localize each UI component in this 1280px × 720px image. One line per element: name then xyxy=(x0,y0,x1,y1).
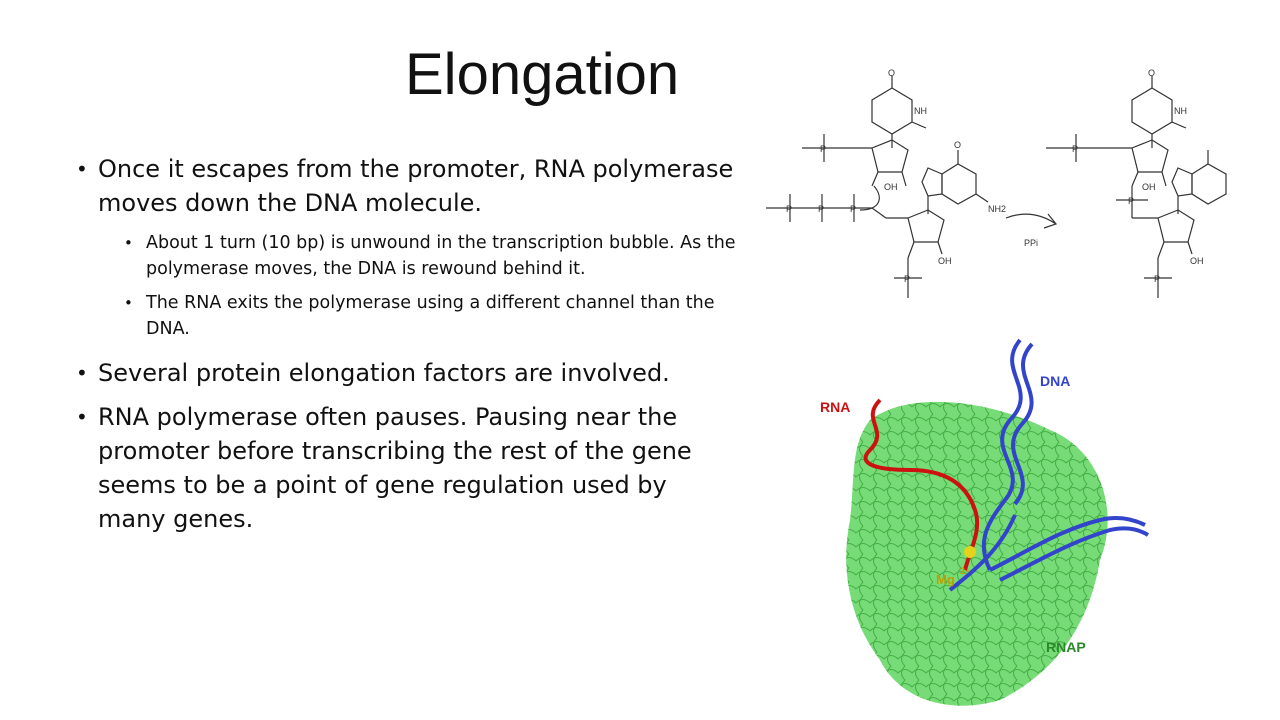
p-label-2: P xyxy=(786,204,792,214)
mg-charge-label: 2+ xyxy=(960,566,970,576)
nh2-label: NH2 xyxy=(988,204,1006,214)
bullet-pausing: RNA polymerase often pauses. Pausing nea… xyxy=(76,400,736,536)
oh-label-right-2: OH xyxy=(1190,256,1204,266)
rnap-protein-shape xyxy=(846,401,1108,706)
ppi-label: PPi xyxy=(1024,238,1038,248)
rnap-structure-image: RNA DNA Mg 2+ RNAP xyxy=(820,338,1150,706)
rna-strand xyxy=(863,398,980,571)
oh-label-2: OH xyxy=(938,256,952,266)
sub-bullet-transcription-bubble: About 1 turn (10 bp) is unwound in the t… xyxy=(76,230,736,282)
rna-label: RNA xyxy=(820,399,850,415)
mg-ion xyxy=(964,546,976,558)
nh-label: NH xyxy=(914,106,927,116)
mg-label: Mg xyxy=(936,572,955,587)
p-label-right-2: P xyxy=(1072,144,1078,154)
rnap-label: RNAP xyxy=(1046,639,1086,655)
sub-bullet-rna-exit: The RNA exits the polymerase using a dif… xyxy=(76,290,736,342)
p-label-right-1: P xyxy=(1128,196,1134,206)
nucleotide-addition-diagram: OH OH NH2 NH O O P P P P P NH O P P P OH… xyxy=(766,68,1227,298)
p-label-4: P xyxy=(850,204,856,214)
oh-label-1: OH xyxy=(884,182,898,192)
nh-label-right: NH xyxy=(1174,106,1187,116)
o-label-2: O xyxy=(954,140,961,150)
p-label-1: P xyxy=(820,144,826,154)
dna-label: DNA xyxy=(1040,373,1070,389)
dna-helix xyxy=(948,338,1150,592)
bullet-elongation-factors: Several protein elongation factors are i… xyxy=(76,356,736,390)
slide-title: Elongation xyxy=(405,42,680,107)
o-label-right: O xyxy=(1148,68,1155,78)
o-label-1: O xyxy=(888,68,895,78)
p-label-right-3: P xyxy=(1154,274,1160,284)
oh-label-right-1: OH xyxy=(1142,182,1156,192)
p-label-5: P xyxy=(904,274,910,284)
p-label-3: P xyxy=(818,204,824,214)
bullet-list: Once it escapes from the promoter, RNA p… xyxy=(76,152,736,546)
bullet-promoter-escape: Once it escapes from the promoter, RNA p… xyxy=(76,152,736,220)
